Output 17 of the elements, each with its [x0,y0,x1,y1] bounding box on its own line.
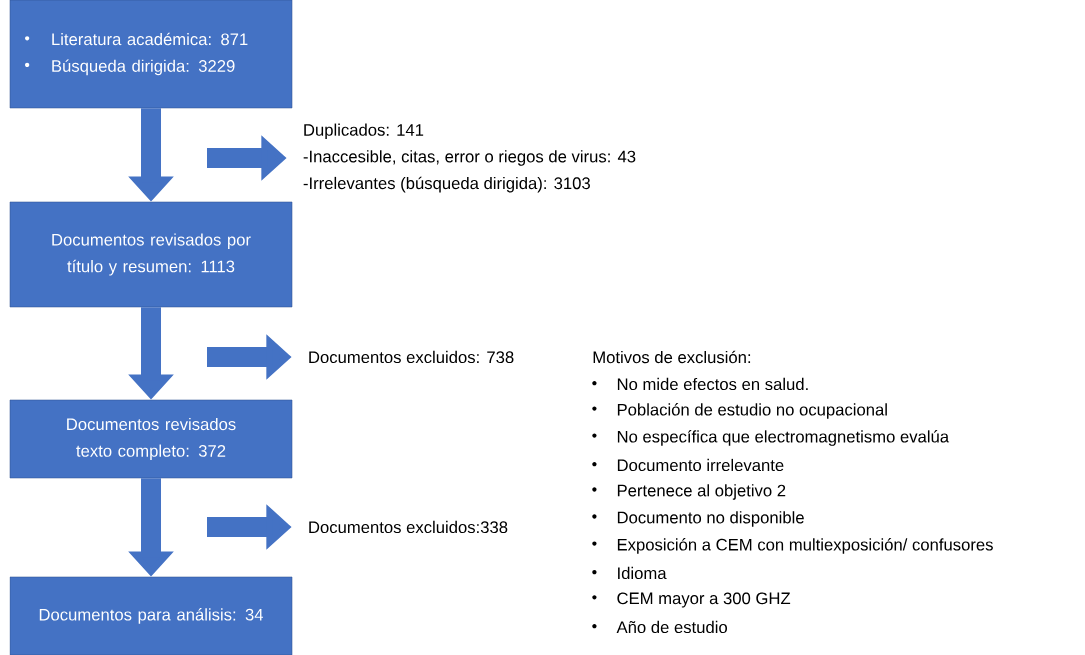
list-item: Año de estudio [592,620,727,634]
list-heading: Motivos de exclusión: [593,350,751,364]
process-box: Literatura académica: 871 Búsqueda dirigida: 3229 [9,0,293,109]
note-text: Documentos excluidos: 738 [309,350,514,364]
list-item: Pertenece al objetivo 2 [592,484,786,500]
note-text: Duplicados: 141 -Inaccesible, citas, error o riegos de virus: 43 -Irrelevantes (búsqueda dirigida): 3103 [303,123,636,193]
list-item: No mide efectos en salud. [592,377,808,391]
process-box: Documentos revisados por título y resumen: 1113 [9,201,293,308]
list-item: CEM mayor a 300 GHZ [592,592,791,608]
process-box: Documentos para análisis: 34 [9,576,293,655]
list-item: Exposición a CEM con multiexposición/ confusores [592,538,993,554]
list-item: No específica que electromagnetismo evalúa [592,430,950,446]
list-item: Idioma [592,566,667,580]
note-text: Documentos excluidos:338 [309,520,508,534]
list-item: Documento irrelevante [592,458,784,472]
list-item: Población de estudio no ocupacional [592,403,887,419]
list-item: Documento no disponible [592,511,804,527]
